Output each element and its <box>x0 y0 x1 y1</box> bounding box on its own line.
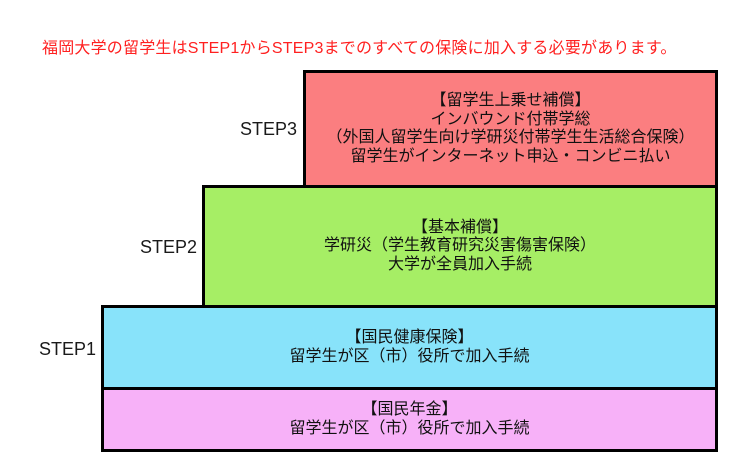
step1-label: STEP1 <box>38 339 96 359</box>
pension-line: 留学生が区（市）役所で加入手続 <box>289 419 530 437</box>
step2-line: 【基本補償】 <box>411 218 508 236</box>
step3-box: 【留学生上乗せ補償】 インバウンド付帯学総 （外国人留学生向け学研災付帯学生生活… <box>303 70 718 188</box>
step1-line: 【国民健康保険】 <box>345 329 474 346</box>
step3-line: 留学生がインターネット申込・コンビニ払い <box>350 147 671 165</box>
step2-label: STEP2 <box>139 237 197 257</box>
step2-box: 【基本補償】 学研災（学生教育研究災害傷害保険） 大学が全員加入手続 <box>202 185 718 308</box>
step2-line: 学研災（学生教育研究災害傷害保険） <box>323 237 596 255</box>
warning-header: 福岡大学の留学生はSTEP1からSTEP3までのすべての保険に加入する必要があり… <box>42 40 677 57</box>
step3-line: 【留学生上乗せ補償】 <box>430 92 591 109</box>
step3-line: （外国人留学生向け学研災付帯学生生活総合保険） <box>326 129 695 146</box>
pension-base-box: 【国民年金】 留学生が区（市）役所で加入手続 <box>101 387 718 452</box>
pension-line: 【国民年金】 <box>361 401 458 418</box>
step1-line: 留学生が区（市）役所で加入手続 <box>289 347 530 365</box>
step1-box: 【国民健康保険】 留学生が区（市）役所で加入手続 <box>101 305 718 390</box>
step2-line: 大学が全員加入手続 <box>387 255 532 273</box>
step3-line: インバウンド付帯学総 <box>430 110 591 128</box>
step3-label: STEP3 <box>239 119 297 139</box>
